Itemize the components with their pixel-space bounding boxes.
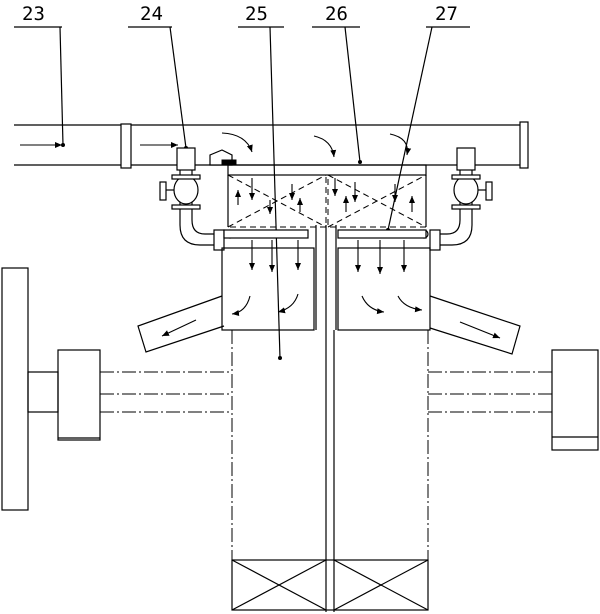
- discharge-chutes: [137, 295, 521, 355]
- leader-23: [59, 26, 65, 147]
- bottom-box: [231, 559, 429, 611]
- leader-24: [169, 26, 188, 150]
- leader-26: [344, 26, 362, 164]
- spray-bars: [223, 229, 427, 239]
- label-27: 27: [435, 3, 458, 25]
- right-valve-assembly: [419, 147, 493, 251]
- axle-left: [1, 267, 232, 511]
- label-group: 23 24 25 26 27: [14, 3, 470, 28]
- left-valve-assembly: [159, 147, 235, 251]
- label-23: 23: [22, 3, 45, 25]
- leader-25: [269, 26, 282, 360]
- leader-lines: [59, 26, 433, 360]
- supply-pipe: [14, 121, 529, 169]
- label-26: 26: [325, 3, 348, 25]
- label-25: 25: [245, 3, 268, 25]
- label-24: 24: [140, 3, 163, 25]
- drum-body: [221, 225, 431, 612]
- hopper-box: [227, 164, 427, 228]
- axle-right: [428, 349, 599, 451]
